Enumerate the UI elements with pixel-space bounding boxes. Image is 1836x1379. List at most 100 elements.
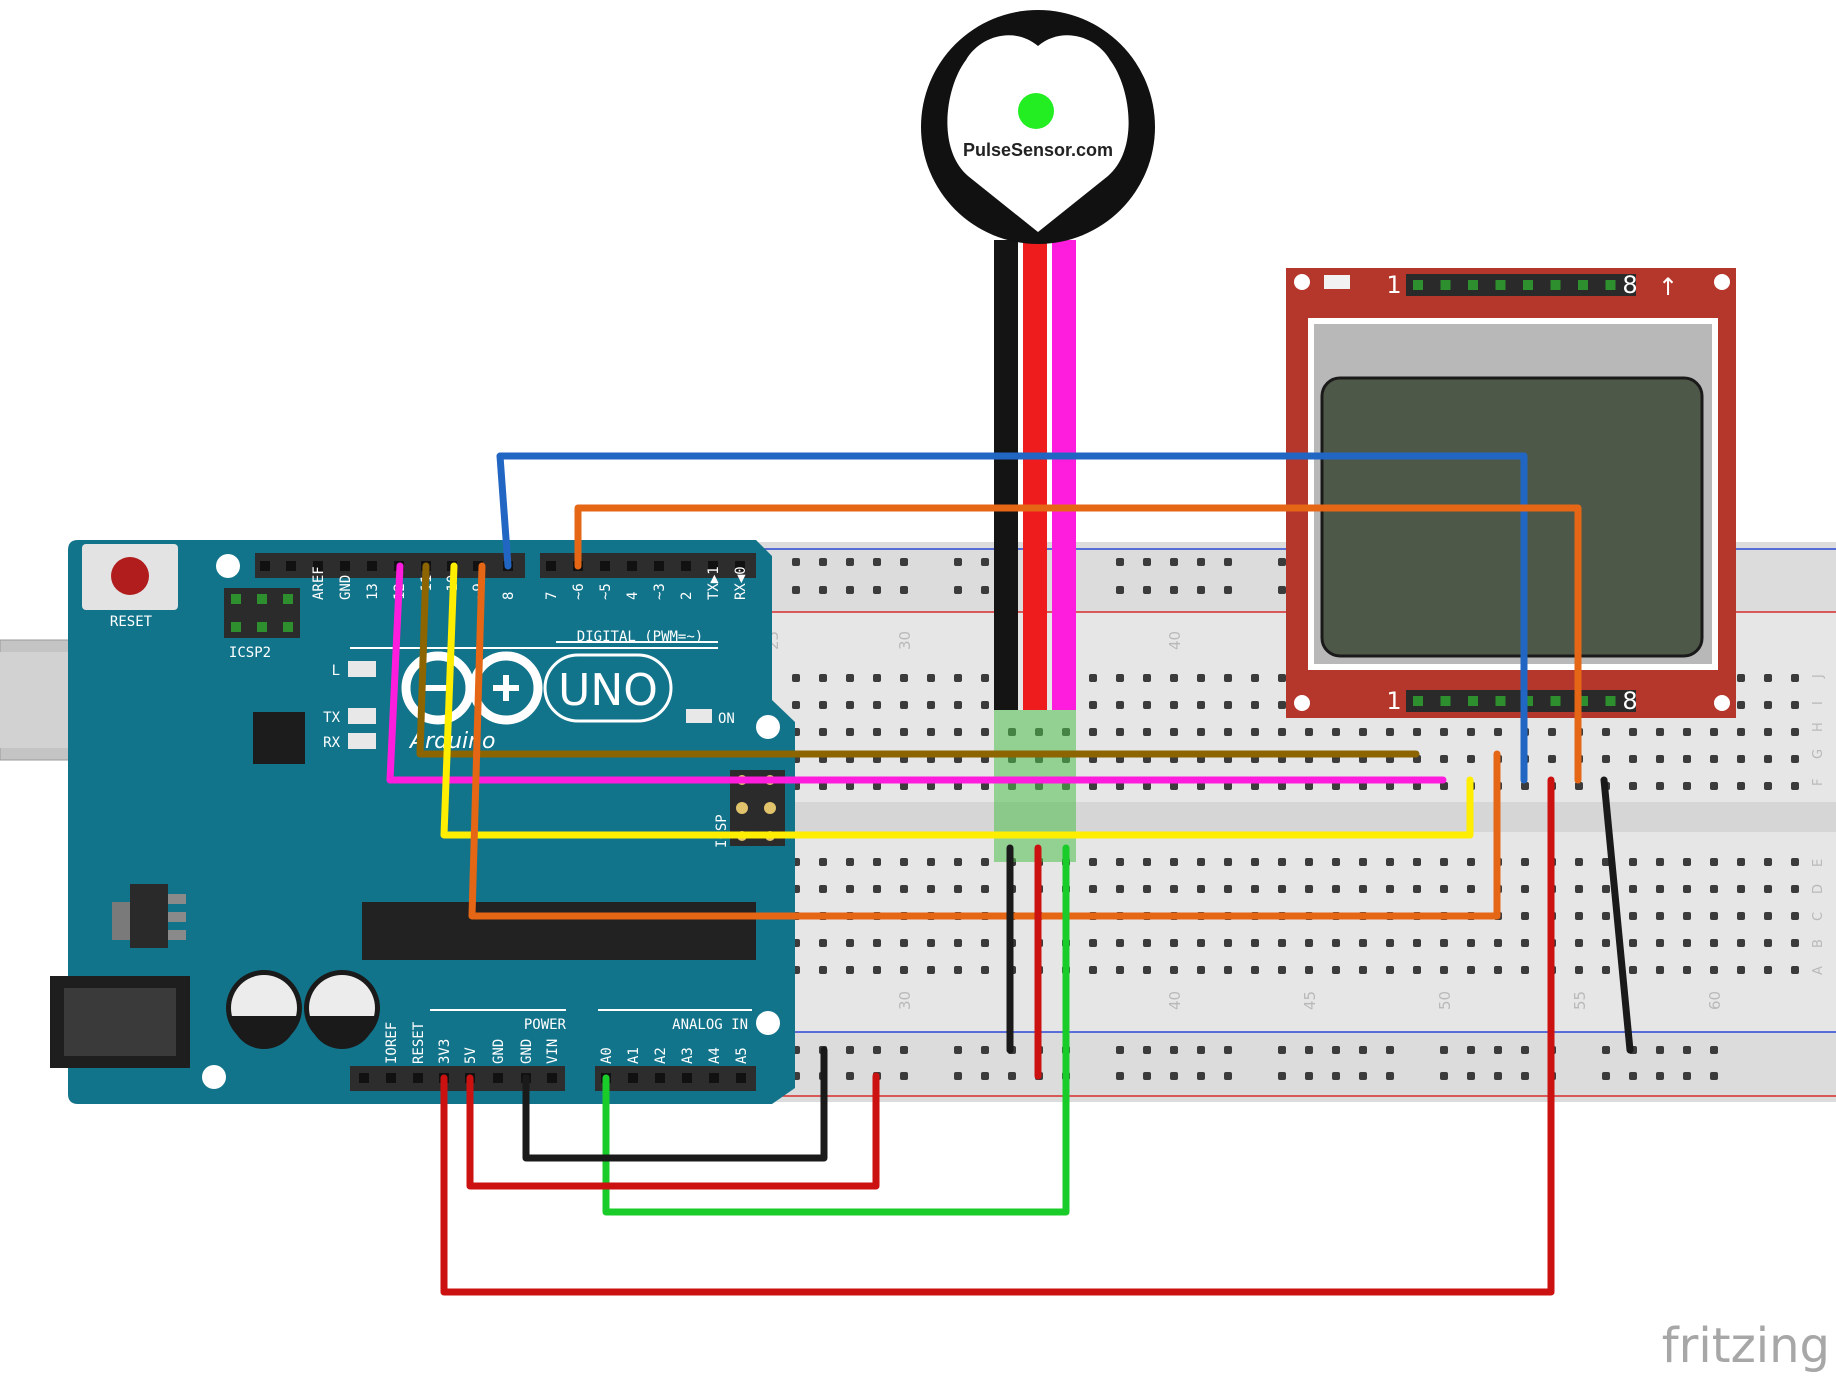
header-pin[interactable] bbox=[286, 561, 296, 571]
breadboard-hole[interactable] bbox=[927, 885, 935, 893]
breadboard-hole[interactable] bbox=[1602, 858, 1610, 866]
breadboard-hole[interactable] bbox=[1224, 885, 1232, 893]
breadboard-hole[interactable] bbox=[1575, 939, 1583, 947]
breadboard-hole[interactable] bbox=[846, 674, 854, 682]
breadboard-hole[interactable] bbox=[819, 858, 827, 866]
breadboard-hole[interactable] bbox=[1791, 674, 1799, 682]
breadboard-hole[interactable] bbox=[1548, 755, 1556, 763]
breadboard-hole[interactable] bbox=[846, 858, 854, 866]
rail-hole[interactable] bbox=[981, 1072, 989, 1080]
breadboard-hole[interactable] bbox=[846, 939, 854, 947]
rail-hole[interactable] bbox=[900, 1046, 908, 1054]
breadboard-hole[interactable] bbox=[1575, 885, 1583, 893]
breadboard-hole[interactable] bbox=[1278, 966, 1286, 974]
breadboard-hole[interactable] bbox=[1791, 701, 1799, 709]
breadboard-hole[interactable] bbox=[1116, 858, 1124, 866]
rail-hole[interactable] bbox=[1170, 1072, 1178, 1080]
breadboard-hole[interactable] bbox=[1197, 885, 1205, 893]
breadboard-hole[interactable] bbox=[1602, 939, 1610, 947]
lcd-pin[interactable] bbox=[1578, 280, 1588, 290]
rail-hole[interactable] bbox=[1359, 1046, 1367, 1054]
breadboard-hole[interactable] bbox=[1737, 939, 1745, 947]
breadboard-hole[interactable] bbox=[1116, 728, 1124, 736]
breadboard-hole[interactable] bbox=[1467, 966, 1475, 974]
breadboard-hole[interactable] bbox=[1170, 939, 1178, 947]
breadboard-hole[interactable] bbox=[981, 885, 989, 893]
rail-hole[interactable] bbox=[873, 586, 881, 594]
breadboard-hole[interactable] bbox=[954, 674, 962, 682]
breadboard-hole[interactable] bbox=[1413, 728, 1421, 736]
breadboard-hole[interactable] bbox=[1575, 912, 1583, 920]
breadboard-hole[interactable] bbox=[1386, 966, 1394, 974]
breadboard-hole[interactable] bbox=[927, 728, 935, 736]
breadboard-hole[interactable] bbox=[1656, 755, 1664, 763]
breadboard-hole[interactable] bbox=[1251, 885, 1259, 893]
rail-hole[interactable] bbox=[1143, 586, 1151, 594]
breadboard-hole[interactable] bbox=[900, 701, 908, 709]
breadboard-hole[interactable] bbox=[927, 966, 935, 974]
breadboard-hole[interactable] bbox=[873, 939, 881, 947]
breadboard-hole[interactable] bbox=[1170, 885, 1178, 893]
breadboard-hole[interactable] bbox=[981, 674, 989, 682]
breadboard-hole[interactable] bbox=[1413, 939, 1421, 947]
breadboard-hole[interactable] bbox=[954, 939, 962, 947]
rail-hole[interactable] bbox=[846, 558, 854, 566]
breadboard-hole[interactable] bbox=[1629, 939, 1637, 947]
breadboard-hole[interactable] bbox=[846, 728, 854, 736]
breadboard-hole[interactable] bbox=[873, 858, 881, 866]
rail-hole[interactable] bbox=[1305, 1046, 1313, 1054]
rail-hole[interactable] bbox=[1197, 558, 1205, 566]
breadboard-hole[interactable] bbox=[1494, 728, 1502, 736]
lcd-pin[interactable] bbox=[1495, 696, 1506, 706]
breadboard-hole[interactable] bbox=[1089, 782, 1097, 790]
header-pin[interactable] bbox=[260, 561, 270, 571]
breadboard-hole[interactable] bbox=[1791, 912, 1799, 920]
breadboard-hole[interactable] bbox=[1629, 858, 1637, 866]
breadboard-hole[interactable] bbox=[1251, 674, 1259, 682]
breadboard-hole[interactable] bbox=[1440, 966, 1448, 974]
breadboard-hole[interactable] bbox=[1602, 728, 1610, 736]
breadboard-hole[interactable] bbox=[1224, 701, 1232, 709]
rail-hole[interactable] bbox=[1710, 1046, 1718, 1054]
breadboard-hole[interactable] bbox=[1386, 885, 1394, 893]
breadboard-hole[interactable] bbox=[1278, 782, 1286, 790]
breadboard-hole[interactable] bbox=[1386, 858, 1394, 866]
rail-hole[interactable] bbox=[1278, 558, 1286, 566]
rail-hole[interactable] bbox=[954, 586, 962, 594]
breadboard-hole[interactable] bbox=[1683, 755, 1691, 763]
rail-hole[interactable] bbox=[954, 558, 962, 566]
breadboard-hole[interactable] bbox=[846, 782, 854, 790]
breadboard-hole[interactable] bbox=[1737, 966, 1745, 974]
rail-hole[interactable] bbox=[1197, 1046, 1205, 1054]
rail-hole[interactable] bbox=[1116, 1046, 1124, 1054]
breadboard-hole[interactable] bbox=[900, 885, 908, 893]
header-pin[interactable] bbox=[600, 561, 610, 571]
breadboard-hole[interactable] bbox=[1305, 728, 1313, 736]
breadboard-hole[interactable] bbox=[954, 728, 962, 736]
breadboard-hole[interactable] bbox=[1305, 782, 1313, 790]
breadboard-hole[interactable] bbox=[1656, 912, 1664, 920]
breadboard-hole[interactable] bbox=[1764, 701, 1772, 709]
rail-hole[interactable] bbox=[1224, 558, 1232, 566]
breadboard-hole[interactable] bbox=[1440, 755, 1448, 763]
rail-hole[interactable] bbox=[900, 586, 908, 594]
rail-hole[interactable] bbox=[981, 558, 989, 566]
rail-hole[interactable] bbox=[1521, 1072, 1529, 1080]
lcd-pin[interactable] bbox=[1578, 696, 1588, 706]
breadboard-hole[interactable] bbox=[1197, 728, 1205, 736]
rail-hole[interactable] bbox=[1359, 1072, 1367, 1080]
header-pin[interactable] bbox=[628, 1073, 638, 1083]
rail-hole[interactable] bbox=[846, 1072, 854, 1080]
breadboard-hole[interactable] bbox=[1467, 885, 1475, 893]
rail-hole[interactable] bbox=[1440, 1072, 1448, 1080]
rail-hole[interactable] bbox=[900, 1072, 908, 1080]
lcd-pin[interactable] bbox=[1468, 696, 1478, 706]
breadboard-hole[interactable] bbox=[1683, 885, 1691, 893]
breadboard-hole[interactable] bbox=[1737, 885, 1745, 893]
breadboard-hole[interactable] bbox=[1656, 939, 1664, 947]
breadboard-hole[interactable] bbox=[1764, 966, 1772, 974]
header-pin[interactable] bbox=[627, 561, 637, 571]
breadboard-hole[interactable] bbox=[1548, 728, 1556, 736]
breadboard-hole[interactable] bbox=[1305, 939, 1313, 947]
rail-hole[interactable] bbox=[1656, 1072, 1664, 1080]
